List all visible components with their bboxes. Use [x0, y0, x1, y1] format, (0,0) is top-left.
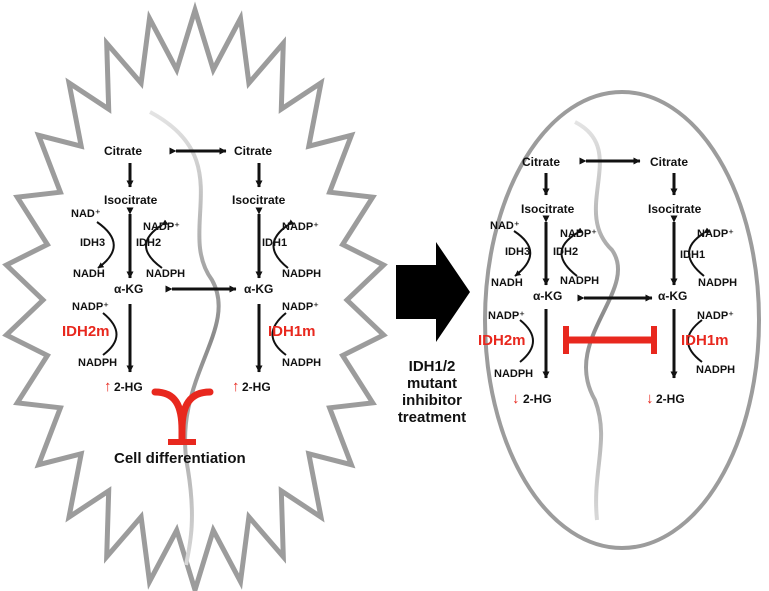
nadp-label: NADP⁺	[697, 228, 734, 240]
isocitrate-label: Isocitrate	[232, 193, 286, 207]
isocitrate-label: Isocitrate	[521, 202, 575, 216]
cofactor-curve	[272, 219, 295, 269]
cofactor-curve	[513, 230, 532, 277]
cell-differentiation-label: Cell differentiation	[114, 450, 246, 467]
big-arrow-icon	[396, 242, 470, 342]
cofactor-curve	[560, 227, 584, 277]
cofactor-curve	[271, 312, 287, 356]
isocitrate-label: Isocitrate	[104, 193, 158, 207]
nadph-label: NADPH	[560, 275, 599, 287]
nadph-label: NADPH	[78, 357, 117, 369]
mutant-inhibitor-block	[563, 326, 657, 354]
nadph-label: NADPH	[696, 364, 735, 376]
idh1-label: IDH1	[262, 237, 287, 249]
citrate-label: Citrate	[104, 144, 142, 158]
idh2-mutant-label: IDH2m	[478, 332, 526, 349]
nad-label: NAD⁺	[490, 220, 520, 232]
nadp-label: NADP⁺	[282, 301, 319, 313]
akg-label: α-KG	[533, 289, 562, 303]
2hg-label: 2-HG	[523, 392, 552, 406]
citrate-label: Citrate	[650, 155, 688, 169]
citrate-label: Citrate	[522, 155, 560, 169]
2hg-label: 2-HG	[114, 380, 143, 394]
idh3-label: IDH3	[505, 246, 530, 258]
converging-inhibitor	[151, 388, 214, 434]
down-arrow-icon: ↓	[512, 390, 520, 407]
treatment-line-2: mutant	[407, 375, 457, 392]
treatment-line-1: IDH1/2	[409, 358, 456, 375]
left-mitochondrial-pathway: Citrate Isocitrate NAD⁺ NADP⁺ IDH3 IDH2 …	[62, 144, 185, 395]
idh1-mutant-label: IDH1m	[681, 332, 729, 349]
nadph-label: NADPH	[698, 277, 737, 289]
idh1-label: IDH1	[680, 249, 705, 261]
idh2-mutant-label: IDH2m	[62, 323, 110, 340]
akg-label: α-KG	[244, 282, 273, 296]
undifferentiated-cell	[2, 1, 388, 591]
isocitrate-label: Isocitrate	[648, 202, 702, 216]
mitochondrial-membrane-curve	[574, 120, 620, 521]
down-arrow-icon: ↓	[646, 390, 654, 407]
right-mitochondrial-pathway: Citrate Isocitrate NAD⁺ NADP⁺ IDH3 IDH2 …	[478, 155, 599, 407]
nadh-label: NADH	[73, 268, 105, 280]
nadp-label: NADP⁺	[143, 221, 180, 233]
up-arrow-icon: ↑	[232, 378, 240, 395]
cofactor-curve	[688, 227, 711, 277]
2hg-label: 2-HG	[656, 392, 685, 406]
cofactor-curve	[519, 319, 534, 363]
akg-label: α-KG	[658, 289, 687, 303]
idh1-mutant-label: IDH1m	[268, 323, 316, 340]
nad-label: NAD⁺	[71, 208, 101, 220]
2hg-label: 2-HG	[242, 380, 271, 394]
treated-cell	[483, 90, 761, 550]
nadp-label: NADP⁺	[560, 228, 597, 240]
nadph-label: NADPH	[282, 357, 321, 369]
idh2-label: IDH2	[136, 237, 161, 249]
spiky-cell-outline	[2, 1, 388, 591]
left-cytosolic-pathway: Citrate Isocitrate NADP⁺ IDH1 NADPH α-KG…	[232, 144, 321, 395]
oval-cell-outline	[483, 90, 761, 550]
cofactor-curve	[145, 219, 169, 269]
cofactor-curve	[102, 312, 118, 356]
cofactor-curve	[96, 221, 115, 269]
nadp-label: NADP⁺	[72, 301, 109, 313]
treatment-line-4: treatment	[398, 409, 466, 426]
nadph-label: NADPH	[146, 268, 185, 280]
nadp-label: NADP⁺	[697, 310, 734, 322]
treatment-transition: IDH1/2 mutant inhibitor treatment	[396, 242, 470, 426]
mitochondrial-membrane-curve	[149, 110, 221, 566]
idh2-label: IDH2	[553, 246, 578, 258]
idh3-label: IDH3	[80, 237, 105, 249]
up-arrow-icon: ↑	[104, 378, 112, 395]
nadph-label: NADPH	[282, 268, 321, 280]
cofactor-curve	[687, 319, 703, 363]
treatment-line-3: inhibitor	[402, 392, 462, 409]
nadp-label: NADP⁺	[282, 221, 319, 233]
differentiation-block: Cell differentiation	[114, 388, 246, 467]
nadh-label: NADH	[491, 277, 523, 289]
nadp-label: NADP⁺	[488, 310, 525, 322]
nadph-label: NADPH	[494, 368, 533, 380]
akg-label: α-KG	[114, 282, 143, 296]
citrate-label: Citrate	[234, 144, 272, 158]
right-cytosolic-pathway: Citrate Isocitrate NADP⁺ IDH1 NADPH α-KG…	[646, 155, 737, 407]
